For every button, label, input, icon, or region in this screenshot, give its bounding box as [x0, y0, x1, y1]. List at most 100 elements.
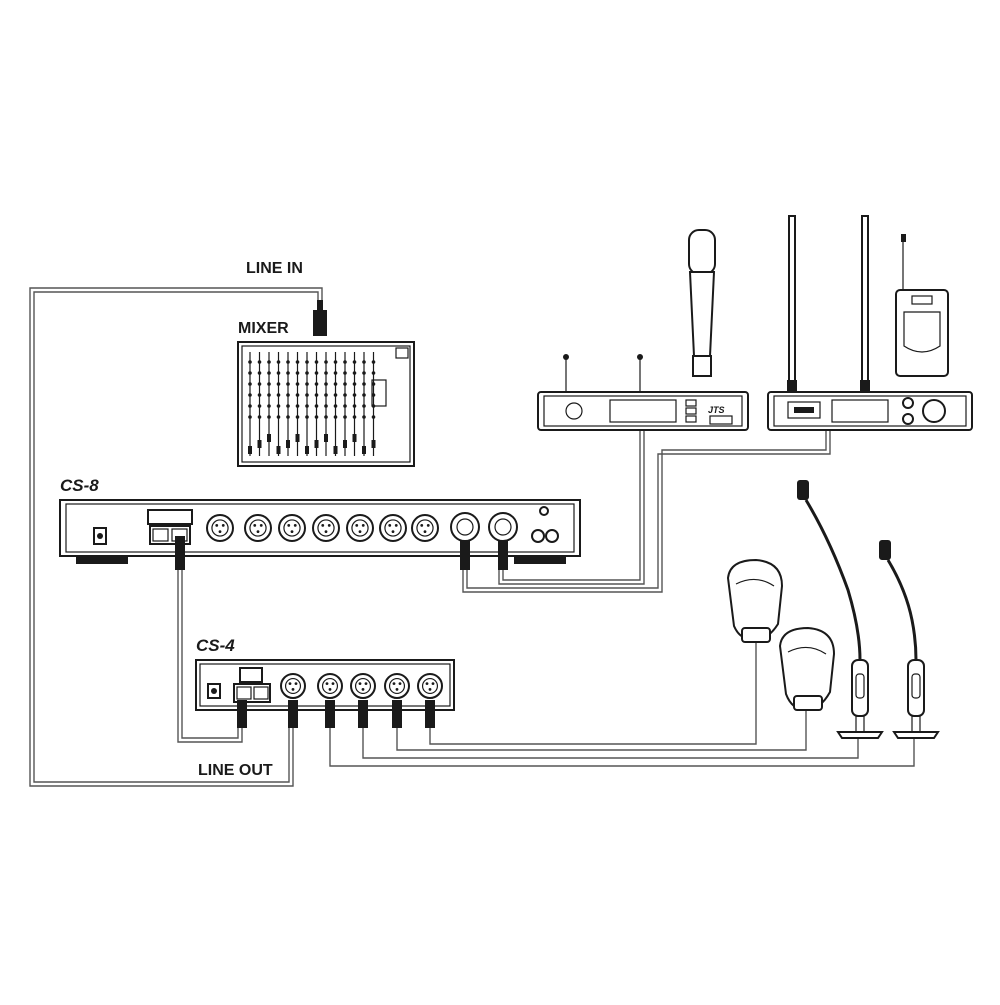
- mixer-knob: [267, 393, 271, 397]
- mixer-knob: [314, 382, 319, 386]
- mixer-knob: [343, 360, 347, 364]
- mixer-fader: [371, 440, 376, 448]
- mixer-knob: [257, 360, 262, 364]
- mixer-knob: [305, 404, 309, 408]
- mixer-knob: [276, 415, 281, 419]
- mixer-knob: [352, 382, 357, 386]
- mixer-knob: [343, 382, 347, 386]
- mic2-cable: [396, 710, 807, 751]
- mic3-cable: [362, 728, 859, 759]
- mixer-fader: [314, 440, 319, 448]
- gooseneck-microphone-2: [879, 540, 940, 739]
- mixer-fader: [305, 446, 309, 454]
- mixer-knob: [257, 393, 262, 397]
- mixer-knob: [352, 404, 357, 408]
- cs8-xlr-port: [411, 514, 439, 542]
- mixer-knob: [343, 415, 347, 419]
- mixer-knob: [286, 393, 290, 397]
- mixer-knob: [333, 393, 338, 397]
- mixer-knob: [248, 393, 252, 397]
- mixer-knob: [324, 382, 328, 386]
- mixer-fader: [248, 446, 252, 454]
- receiver1-cable-inner: [498, 430, 645, 585]
- cs8-device: [59, 499, 581, 564]
- mixer-knob: [343, 393, 347, 397]
- mixer-fader: [362, 446, 366, 454]
- cs8-xlr-port: [379, 514, 407, 542]
- line-out-label: LINE OUT: [198, 762, 273, 779]
- boundary-microphone-2: [778, 626, 836, 712]
- mixer-knob: [276, 371, 281, 375]
- mixer-fader: [343, 440, 347, 448]
- mixer-knob: [343, 371, 347, 375]
- receiver-logo: JTS: [708, 405, 725, 415]
- line-in-cable-inner: [33, 291, 319, 783]
- mixer-knob: [257, 404, 262, 408]
- mixer-knob: [248, 360, 252, 364]
- mixer-knob: [371, 382, 376, 386]
- gooseneck-microphone-1: [797, 480, 884, 739]
- cs4-label: CS-4: [196, 636, 235, 655]
- mixer-device: [237, 341, 415, 467]
- cs8-xlr-port: [278, 514, 306, 542]
- cs4-xlr-port: [350, 673, 376, 699]
- mixer-fader: [352, 434, 357, 442]
- mixer-knob: [286, 360, 290, 364]
- mixer-knob: [305, 371, 309, 375]
- mixer-knob: [362, 360, 366, 364]
- mixer-knob: [295, 404, 300, 408]
- mixer-knob: [371, 371, 376, 375]
- mixer-knob: [362, 415, 366, 419]
- boundary-microphone-1: [726, 558, 784, 643]
- mixer-knob: [276, 393, 281, 397]
- mixer-knob: [305, 415, 309, 419]
- mixer-knob: [314, 360, 319, 364]
- mixer-knob: [362, 382, 366, 386]
- mixer-knob: [333, 404, 338, 408]
- mixer-knob: [324, 393, 328, 397]
- mixer-knob: [324, 415, 328, 419]
- mixer-knob: [286, 415, 290, 419]
- bodypack-transmitter-icon: [895, 234, 949, 377]
- mixer-fader: [286, 440, 290, 448]
- cs8-xlr-port: [206, 514, 234, 542]
- mixer-knob: [295, 393, 300, 397]
- line-in-cable: [29, 287, 323, 787]
- mixer-knob: [248, 415, 252, 419]
- cs4-xlr-port: [317, 673, 343, 699]
- wireless-receiver-1: JTS: [537, 354, 749, 431]
- mixer-knob: [352, 393, 357, 397]
- mixer-knob: [276, 404, 281, 408]
- mixer-knob: [248, 371, 252, 375]
- mixer-knob: [362, 393, 366, 397]
- mixer-knob: [267, 404, 271, 408]
- cs8-xlr-port: [312, 514, 340, 542]
- mixer-knob: [286, 371, 290, 375]
- receiver1-cable: [502, 430, 641, 581]
- mixer-knob: [267, 382, 271, 386]
- mixer-knob: [305, 393, 309, 397]
- mixer-knob: [352, 415, 357, 419]
- handheld-microphone-icon: [688, 229, 716, 377]
- receiver2-cable: [462, 430, 827, 593]
- mixer-fader: [295, 434, 300, 442]
- link-cable-inner: [181, 568, 239, 739]
- mixer-knob: [324, 404, 328, 408]
- cs8-xlr-port: [244, 514, 272, 542]
- cs8-plugs: [175, 536, 508, 570]
- mixer-knob: [343, 404, 347, 408]
- mixer-knob: [295, 382, 300, 386]
- mixer-knob: [333, 382, 338, 386]
- mixer-knob: [267, 415, 271, 419]
- mixer-knob: [295, 415, 300, 419]
- mixer-knob: [371, 393, 376, 397]
- mixer-knob: [286, 382, 290, 386]
- mixer-knob: [257, 371, 262, 375]
- mixer-knob: [324, 371, 328, 375]
- receiver2-cable-inner: [466, 430, 831, 589]
- mixer-knob: [352, 371, 357, 375]
- mixer-fader: [276, 446, 281, 454]
- mixer-knob: [248, 382, 252, 386]
- cs4-xlr-port: [417, 673, 443, 699]
- mixer-knob: [371, 415, 376, 419]
